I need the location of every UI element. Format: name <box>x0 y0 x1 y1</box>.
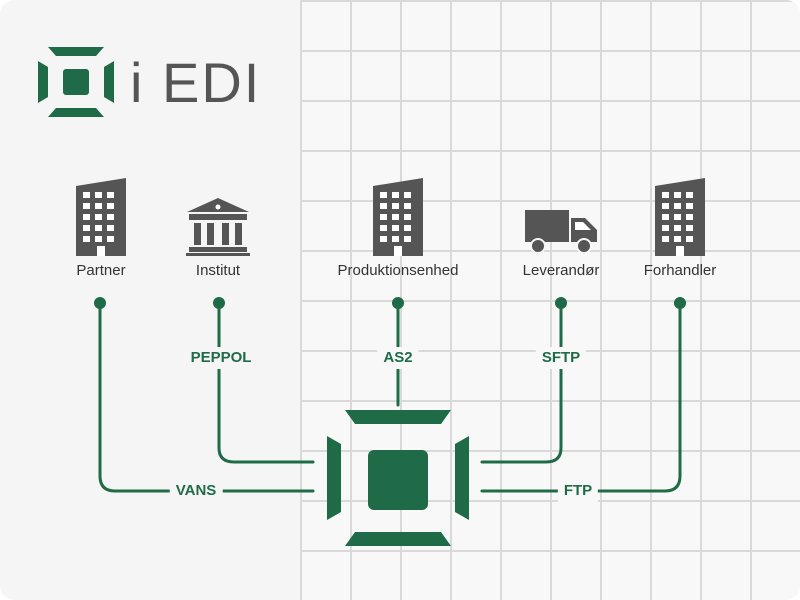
node-produktionsenhed: Produktionsenhed <box>318 178 478 280</box>
connector-leverandor-sftp <box>480 301 563 464</box>
protocol-label-sftp: SFTP <box>535 347 587 369</box>
endpoint-dot <box>674 297 686 309</box>
endpoint-dot <box>555 297 567 309</box>
office-building-icon <box>373 178 423 256</box>
node-label-institut: Institut <box>195 262 241 279</box>
node-label-partner: Partner <box>76 262 126 279</box>
connector-forhandler-ftp <box>480 301 682 493</box>
protocol-label-vans: VANS <box>169 480 223 502</box>
bank-institution-icon <box>186 198 250 256</box>
delivery-truck-icon <box>525 210 597 254</box>
endpoint-dot <box>392 297 404 309</box>
protocol-label-peppol: PEPPOL <box>184 347 258 369</box>
chip-logo-icon <box>38 47 114 117</box>
endpoint-dot <box>94 297 106 309</box>
node-label-produktionsenhed: Produktionsenhed <box>337 262 459 279</box>
protocol-label-as2: AS2 <box>377 347 419 369</box>
node-partner: Partner <box>21 178 181 280</box>
node-forhandler: Forhandler <box>600 178 760 280</box>
node-leverandor: Leverandør <box>481 178 641 280</box>
office-building-icon <box>655 178 705 256</box>
brand-name: i EDI <box>130 51 262 114</box>
endpoint-dot <box>213 297 225 309</box>
connector-institut-peppol <box>217 301 315 464</box>
node-label-leverandor: Leverandør <box>522 262 600 279</box>
protocol-label-ftp: FTP <box>557 480 599 502</box>
node-institut: Institut <box>138 178 298 280</box>
connector-partner-vans <box>98 301 315 493</box>
node-label-forhandler: Forhandler <box>643 262 717 279</box>
edi-hub-chip-icon <box>327 410 469 546</box>
office-building-icon <box>76 178 126 256</box>
